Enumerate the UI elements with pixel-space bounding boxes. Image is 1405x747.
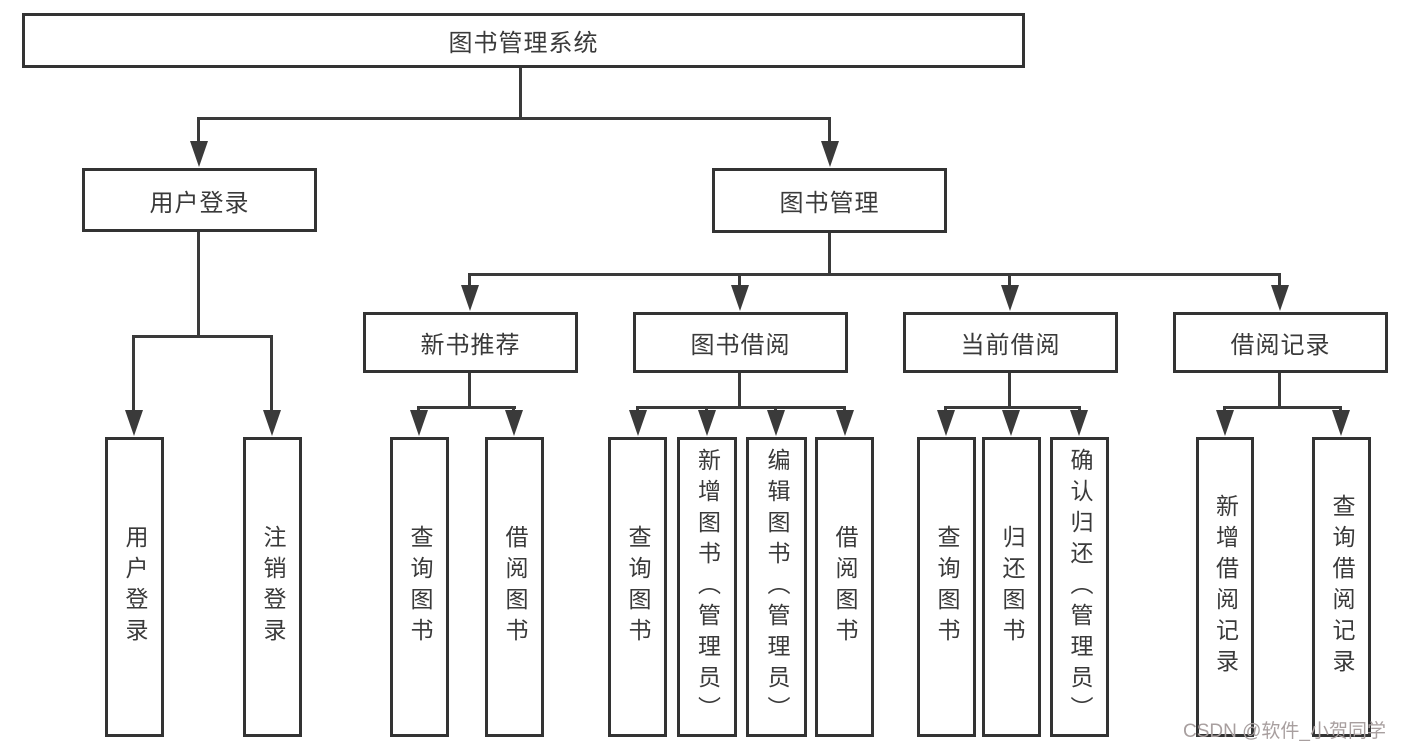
arrow-down-icon — [1332, 410, 1350, 436]
arrow-down-icon — [1070, 410, 1088, 436]
connector-line — [519, 68, 522, 117]
connector-line — [1223, 406, 1342, 409]
connector-line — [1008, 373, 1011, 406]
leaf-br-query-record: 查询借阅记录 — [1312, 437, 1371, 737]
arrow-down-icon — [125, 410, 143, 436]
node-user-login-branch: 用户登录 — [82, 168, 317, 232]
arrow-down-icon — [937, 410, 955, 436]
leaf-cb-query-books: 查询图书 — [917, 437, 976, 737]
connector-line — [270, 335, 273, 412]
connector-line — [1278, 373, 1281, 406]
arrow-down-icon — [410, 410, 428, 436]
connector-line — [828, 117, 831, 143]
connector-line — [468, 273, 471, 287]
arrow-down-icon — [698, 410, 716, 436]
csdn-watermark: CSDN @软件_小贺同学 — [1183, 721, 1386, 742]
connector-line — [132, 335, 135, 412]
leaf-bb-add-books-admin: 新增图书（管理员） — [677, 437, 737, 737]
arrow-down-icon — [731, 285, 749, 311]
node-book-borrow: 图书借阅 — [633, 312, 848, 373]
arrow-down-icon — [190, 141, 208, 167]
leaf-bb-edit-books-admin: 编辑图书（管理员） — [746, 437, 807, 737]
leaf-nbr-borrow-books: 借阅图书 — [485, 437, 544, 737]
connector-line — [197, 117, 200, 143]
leaf-cb-return-books: 归还图书 — [982, 437, 1041, 737]
connector-line — [197, 117, 831, 120]
leaf-bb-borrow-books: 借阅图书 — [815, 437, 874, 737]
arrow-down-icon — [1271, 285, 1289, 311]
connector-line — [468, 373, 471, 406]
node-current-borrow: 当前借阅 — [903, 312, 1118, 373]
connector-line — [468, 273, 1281, 276]
arrow-down-icon — [629, 410, 647, 436]
node-root: 图书管理系统 — [22, 13, 1025, 68]
arrow-down-icon — [767, 410, 785, 436]
node-borrow-records: 借阅记录 — [1173, 312, 1388, 373]
arrow-down-icon — [461, 285, 479, 311]
connector-line — [197, 232, 200, 335]
connector-line — [828, 233, 831, 273]
leaf-br-add-record: 新增借阅记录 — [1196, 437, 1254, 737]
arrow-down-icon — [1216, 410, 1234, 436]
connector-line — [417, 406, 516, 409]
connector-line — [1278, 273, 1281, 287]
connector-line — [636, 406, 846, 409]
node-new-book-recommend: 新书推荐 — [363, 312, 578, 373]
leaf-cb-confirm-return-admin: 确认归还（管理员） — [1050, 437, 1109, 737]
arrow-down-icon — [836, 410, 854, 436]
arrow-down-icon — [263, 410, 281, 436]
arrow-down-icon — [821, 141, 839, 167]
leaf-bb-query-books: 查询图书 — [608, 437, 667, 737]
leaf-user-login: 用户登录 — [105, 437, 164, 737]
arrow-down-icon — [505, 410, 523, 436]
arrow-down-icon — [1001, 285, 1019, 311]
connector-line — [132, 335, 273, 338]
arrow-down-icon — [1002, 410, 1020, 436]
leaf-logout: 注销登录 — [243, 437, 302, 737]
node-book-management-branch: 图书管理 — [712, 168, 947, 233]
connector-line — [738, 273, 741, 287]
connector-line — [944, 406, 1081, 409]
connector-line — [1008, 273, 1011, 287]
leaf-nbr-query-books: 查询图书 — [390, 437, 449, 737]
connector-line — [738, 373, 741, 406]
